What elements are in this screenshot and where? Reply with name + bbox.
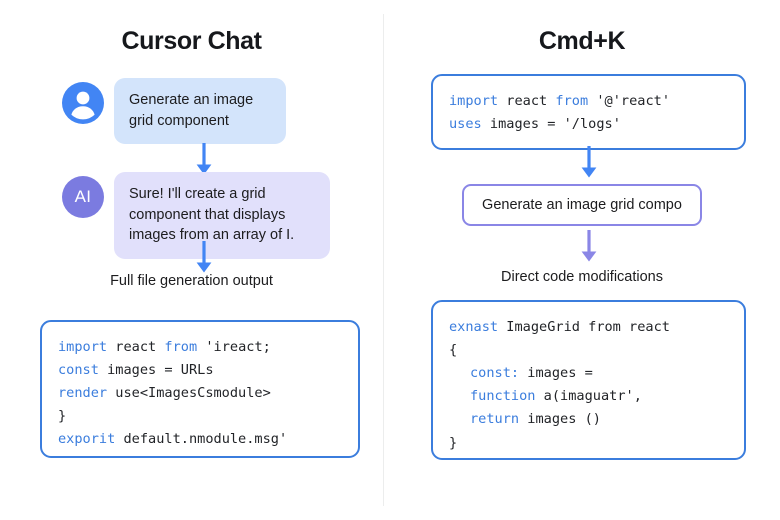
code-keyword: uses — [449, 116, 482, 133]
code-text: } — [449, 434, 458, 451]
code-line: { — [449, 339, 728, 362]
code-line: exporit default.nmodule.msg' — [58, 428, 342, 451]
chat-row-user: Generate an image grid component — [62, 78, 286, 145]
chat-row-ai: AI Sure! I'll create a grid component th… — [62, 172, 330, 259]
code-keyword: function — [470, 388, 536, 405]
ai-avatar-icon: AI — [62, 176, 104, 218]
ai-message-bubble: Sure! I'll create a grid component that … — [114, 172, 330, 259]
left-panel-title: Cursor Chat — [121, 27, 262, 55]
code-text: react — [107, 339, 165, 355]
code-line: return images () — [449, 408, 728, 431]
code-keyword: const — [58, 362, 99, 379]
right-panel-title: Cmd+K — [538, 27, 626, 55]
arrow-down-icon-left-2 — [193, 240, 215, 274]
code-line: import react from 'ireact; — [58, 336, 342, 359]
left-code-block: import react from 'ireact;const images =… — [40, 320, 360, 458]
arrow-down-icon-right-2 — [578, 229, 600, 263]
code-keyword: from — [164, 339, 198, 355]
code-text: '@'react' — [588, 93, 670, 109]
left-panel: Cursor Chat Generate an image grid compo… — [0, 0, 383, 520]
code-text: ImageGrid from react — [498, 319, 670, 335]
right-caption: Direct code modifications — [501, 269, 663, 285]
arrow-down-icon-right-1 — [578, 145, 600, 179]
code-text: images = '/logs' — [481, 116, 621, 133]
code-line: exnast ImageGrid from react — [449, 316, 728, 339]
code-keyword: exnast — [449, 319, 499, 335]
code-line: render use<ImagesCsmodule> — [58, 382, 342, 405]
ai-avatar-label: AI — [74, 187, 92, 206]
code-line: } — [449, 432, 728, 455]
code-text: use<ImagesCsmodule> — [107, 385, 271, 402]
code-text: 'ireact; — [197, 339, 271, 355]
cmdk-prompt-box[interactable]: Generate an image grid compo — [462, 184, 702, 226]
code-line: } — [58, 405, 342, 428]
right-code-block-top: import react from '@'react'uses images =… — [431, 74, 746, 150]
code-line: const images = URLs — [58, 359, 342, 382]
code-text: default.nmodule.msg' — [115, 431, 288, 448]
code-keyword: import — [449, 93, 499, 109]
cmdk-prompt-text: Generate an image grid compo — [482, 197, 682, 213]
code-text: { — [449, 342, 458, 359]
code-text: a(imaguatr', — [535, 388, 642, 405]
code-line: const: images = — [449, 362, 728, 385]
code-keyword: return — [470, 411, 520, 428]
code-line: uses images = '/logs' — [449, 113, 728, 136]
code-line: import react from '@'react' — [449, 90, 728, 113]
left-caption: Full file generation output — [110, 273, 273, 289]
code-keyword: const: — [470, 365, 520, 382]
code-text: images = — [519, 365, 593, 382]
right-code-block-bottom: exnast ImageGrid from react { const: image… — [431, 300, 746, 460]
code-text: images () — [519, 411, 601, 428]
code-text: } — [58, 408, 67, 425]
code-keyword: import — [58, 339, 108, 355]
code-text: images = URLs — [98, 362, 214, 379]
arrow-down-icon-left-1 — [193, 142, 215, 176]
code-keyword: render — [58, 385, 108, 402]
user-message-bubble: Generate an image grid component — [114, 78, 286, 145]
code-text: react — [498, 93, 556, 109]
code-keyword: from — [555, 93, 589, 109]
user-avatar-icon — [62, 82, 104, 124]
panel-divider — [383, 14, 384, 506]
code-keyword: exporit — [58, 431, 116, 448]
right-panel: Cmd+K — [384, 0, 780, 520]
code-line: function a(imaguatr', — [449, 385, 728, 408]
